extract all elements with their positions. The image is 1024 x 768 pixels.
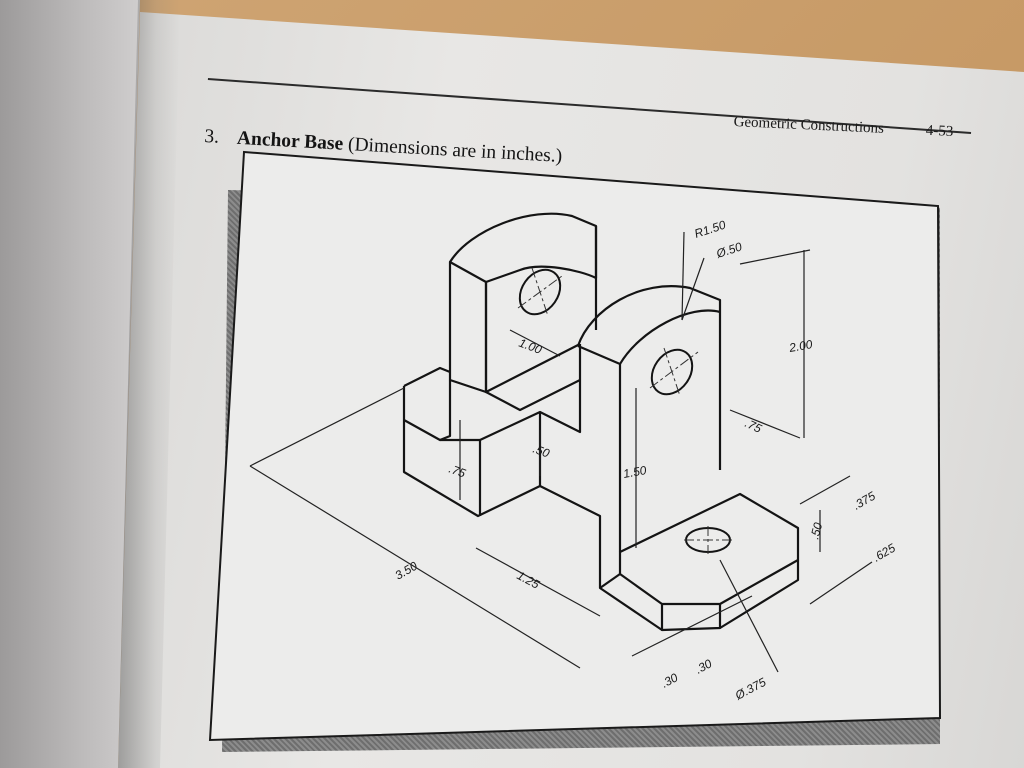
left-upright-top <box>449 212 598 284</box>
figure-frame <box>208 150 942 742</box>
slot-edge <box>479 344 582 441</box>
left-base-top <box>403 366 451 387</box>
left-base-step <box>403 380 452 442</box>
right-upright-top-front <box>619 309 721 365</box>
center-lines <box>517 267 732 554</box>
dim-base-height: .75 <box>447 462 468 481</box>
foot-top <box>618 492 800 606</box>
dim-offset: .75 <box>743 416 764 436</box>
dim-slot-depth: .50 <box>531 442 552 461</box>
upper-hole-right <box>650 348 694 396</box>
object-lines <box>402 212 800 632</box>
dimension-lines <box>249 231 873 673</box>
slot-floor <box>485 379 581 412</box>
left-book-page <box>0 0 140 768</box>
foot-join <box>599 573 621 589</box>
dim-upright-height: 1.50 <box>622 463 648 481</box>
right-upright-top <box>576 285 722 470</box>
foot-side <box>719 560 800 629</box>
foot-chamfer-front <box>660 604 722 632</box>
left-base-front <box>402 386 541 518</box>
center-block-front <box>539 485 663 631</box>
upper-hole-left <box>518 268 562 316</box>
dim-overall-height: 2.00 <box>787 337 814 355</box>
dim-foot-height: .50 <box>807 521 825 541</box>
